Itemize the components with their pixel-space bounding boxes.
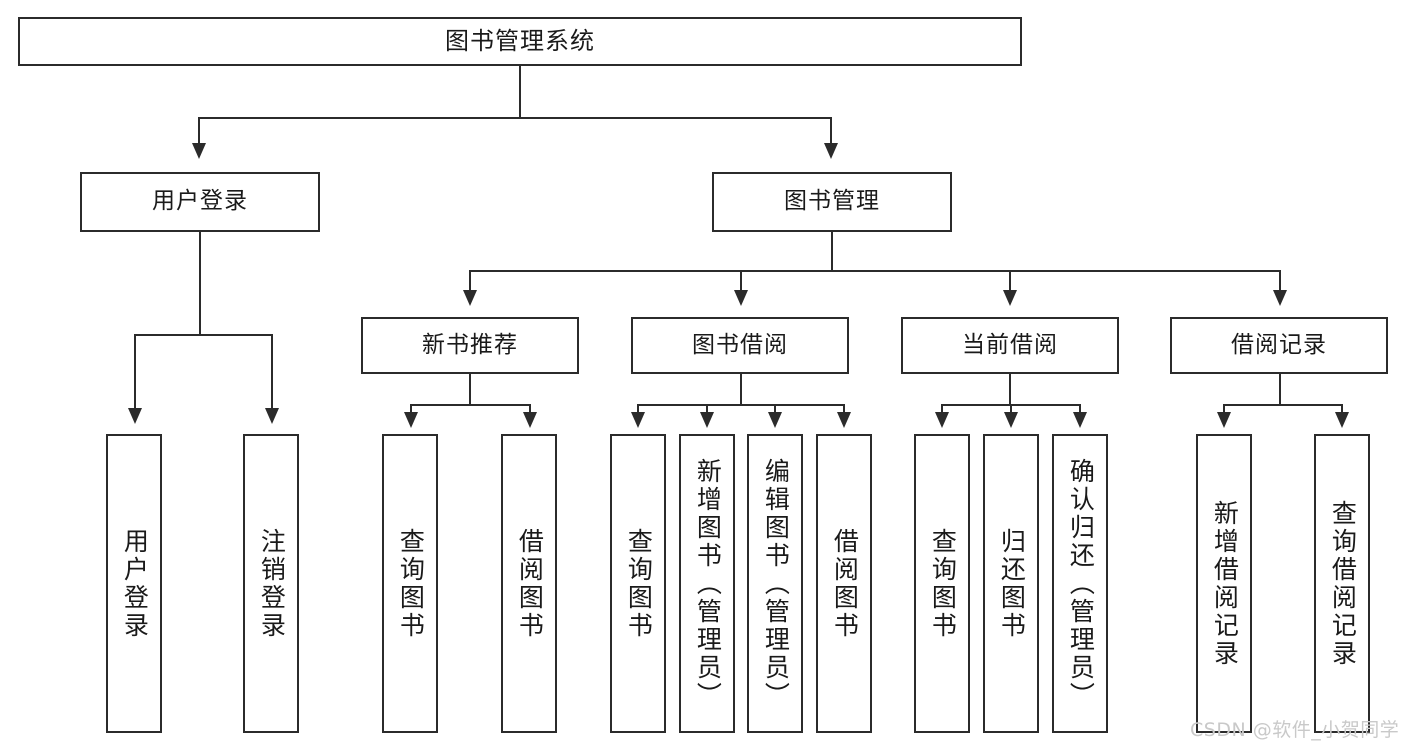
leaf-logout[interactable]: 注销登录 xyxy=(243,434,299,733)
connector-book-manage-drop-3 xyxy=(1009,270,1011,292)
connector-bb-drop-1 xyxy=(637,404,639,414)
arrowhead-nbr-borrow-book xyxy=(523,412,537,428)
node-label: 查询图书 xyxy=(396,527,426,640)
csdn-watermark: CSDN @软件_小贺同学 xyxy=(1190,715,1399,742)
node-label: 用户登录 xyxy=(120,527,150,640)
node-label: 确认归还（管理员） xyxy=(1066,457,1096,710)
arrowhead-leaf-logout xyxy=(265,408,279,424)
connector-nbr-stem xyxy=(469,374,471,406)
node-user-login[interactable]: 用户登录 xyxy=(80,172,320,232)
connector-br-bus xyxy=(1223,404,1342,406)
connector-bb-drop-3 xyxy=(774,404,776,414)
connector-book-manage-drop-4 xyxy=(1279,270,1281,292)
leaf-bb-edit-book[interactable]: 编辑图书（管理员） xyxy=(747,434,803,733)
connector-book-manage-drop-2 xyxy=(740,270,742,292)
leaf-cb-confirm-return[interactable]: 确认归还（管理员） xyxy=(1052,434,1108,733)
connector-user-login-stem xyxy=(199,232,201,336)
node-label: 图书管理系统 xyxy=(445,27,595,56)
leaf-bb-query-book[interactable]: 查询图书 xyxy=(610,434,666,733)
leaf-nbr-query-book[interactable]: 查询图书 xyxy=(382,434,438,733)
leaf-bb-borrow-book[interactable]: 借阅图书 xyxy=(816,434,872,733)
connector-book-manage-stem xyxy=(831,232,833,272)
leaf-bb-add-book[interactable]: 新增图书（管理员） xyxy=(679,434,735,733)
node-label: 新增图书（管理员） xyxy=(693,457,723,710)
connector-cb-drop-3 xyxy=(1079,404,1081,414)
watermark-text: CSDN @软件_小贺同学 xyxy=(1190,719,1400,741)
node-label: 编辑图书（管理员） xyxy=(761,457,791,710)
node-book-borrow[interactable]: 图书借阅 xyxy=(631,317,849,374)
connector-bb-drop-4 xyxy=(843,404,845,414)
arrowhead-br-add-record xyxy=(1217,412,1231,428)
node-current-borrow[interactable]: 当前借阅 xyxy=(901,317,1119,374)
connector-br-stem xyxy=(1279,374,1281,406)
arrowhead-cb-return-book xyxy=(1004,412,1018,428)
node-label: 图书管理 xyxy=(784,188,880,215)
arrowhead-current-borrow xyxy=(1003,290,1017,306)
connector-user-login-drop-2 xyxy=(271,334,273,410)
arrowhead-bb-borrow-book xyxy=(837,412,851,428)
node-root-system[interactable]: 图书管理系统 xyxy=(18,17,1022,66)
arrowhead-book-manage xyxy=(824,143,838,159)
arrowhead-bb-edit-book xyxy=(768,412,782,428)
node-label: 用户登录 xyxy=(152,188,248,215)
connector-cb-stem xyxy=(1009,374,1011,406)
connector-book-manage-bus xyxy=(469,270,1281,272)
arrowhead-leaf-user-login xyxy=(128,408,142,424)
leaf-nbr-borrow-book[interactable]: 借阅图书 xyxy=(501,434,557,733)
connector-nbr-drop-2 xyxy=(529,404,531,414)
connector-br-drop-2 xyxy=(1341,404,1343,414)
connector-book-manage-drop-1 xyxy=(469,270,471,292)
node-label: 当前借阅 xyxy=(962,331,1058,358)
arrowhead-br-query-record xyxy=(1335,412,1349,428)
arrowhead-cb-query-book xyxy=(935,412,949,428)
connector-root-bus xyxy=(198,117,832,119)
connector-cb-drop-2 xyxy=(1010,404,1012,414)
node-label: 注销登录 xyxy=(257,527,287,640)
node-label: 借阅记录 xyxy=(1231,331,1327,358)
arrowhead-book-borrow xyxy=(734,290,748,306)
node-label: 借阅图书 xyxy=(830,527,860,640)
arrowhead-nbr-query-book xyxy=(404,412,418,428)
connector-root-drop-right xyxy=(830,117,832,145)
node-label: 借阅图书 xyxy=(515,527,545,640)
connector-root-drop-left xyxy=(198,117,200,145)
node-label: 新书推荐 xyxy=(422,331,518,358)
node-book-management[interactable]: 图书管理 xyxy=(712,172,952,232)
node-new-book-recommend[interactable]: 新书推荐 xyxy=(361,317,579,374)
node-label: 查询借阅记录 xyxy=(1328,499,1358,668)
leaf-br-add-record[interactable]: 新增借阅记录 xyxy=(1196,434,1252,733)
connector-nbr-bus xyxy=(410,404,530,406)
node-borrow-record[interactable]: 借阅记录 xyxy=(1170,317,1388,374)
arrowhead-user-login xyxy=(192,143,206,159)
connector-bb-drop-2 xyxy=(706,404,708,414)
node-label: 新增借阅记录 xyxy=(1210,499,1240,668)
node-label: 查询图书 xyxy=(624,527,654,640)
leaf-cb-query-book[interactable]: 查询图书 xyxy=(914,434,970,733)
connector-cb-drop-1 xyxy=(941,404,943,414)
leaf-br-query-record[interactable]: 查询借阅记录 xyxy=(1314,434,1370,733)
leaf-user-login[interactable]: 用户登录 xyxy=(106,434,162,733)
connector-bb-stem xyxy=(740,374,742,406)
arrowhead-bb-query-book xyxy=(631,412,645,428)
connector-user-login-drop-1 xyxy=(134,334,136,410)
connector-bb-bus xyxy=(637,404,845,406)
connector-user-login-bus xyxy=(134,334,272,336)
arrowhead-new-book-recommend xyxy=(463,290,477,306)
connector-nbr-drop-1 xyxy=(410,404,412,414)
node-label: 图书借阅 xyxy=(692,331,788,358)
connector-root-stem xyxy=(519,66,521,118)
arrowhead-borrow-record xyxy=(1273,290,1287,306)
connector-br-drop-1 xyxy=(1223,404,1225,414)
node-label: 归还图书 xyxy=(997,527,1027,640)
arrowhead-cb-confirm-return xyxy=(1073,412,1087,428)
leaf-cb-return-book[interactable]: 归还图书 xyxy=(983,434,1039,733)
arrowhead-bb-add-book xyxy=(700,412,714,428)
node-label: 查询图书 xyxy=(928,527,958,640)
